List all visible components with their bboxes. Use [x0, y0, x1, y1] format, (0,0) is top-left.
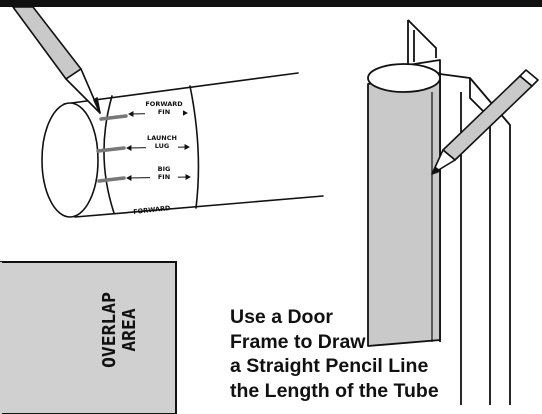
pencil-left [12, 6, 101, 114]
overlap-label-line-2: AREA [119, 308, 140, 352]
mark-big-fin [97, 176, 126, 183]
caption-line-2: Frame to Draw [230, 330, 366, 353]
upright-tube-top [367, 63, 441, 93]
pencil-right-body [442, 75, 533, 161]
pencil-right-tip [431, 149, 456, 175]
band-label-forward-fin-2: FIN [158, 108, 170, 116]
tube-end-ellipse [41, 102, 99, 218]
band-right-edge [189, 85, 200, 209]
mark-forward-fin [99, 114, 128, 121]
overlap-label-line-1: OVERLAP [99, 292, 120, 368]
tube-bottom-edge [74, 195, 324, 218]
mark-launch-lug [96, 146, 126, 153]
band-label-big-fin-1: BIG [158, 165, 171, 173]
caption-line-3: a Straight Pencil Line [230, 355, 429, 377]
door-frame-inner-2 [469, 78, 491, 405]
tube-top-edge [63, 72, 299, 105]
pencil-right-eraser [519, 69, 539, 87]
caption-line-1: Use a Door [230, 306, 333, 328]
pencil-left-body [12, 6, 82, 80]
band-label-big-fin-2: FIN [158, 173, 170, 181]
band-labels: FORWARD FIN LAUNCH LUG BIG FIN FORWARD [133, 99, 183, 216]
band-label-launch-lug-2: LUG [155, 142, 170, 150]
pencil-right-lead [431, 167, 441, 175]
instruction-caption: Use a Door Frame to Draw a Straight Penc… [230, 305, 439, 403]
pencil-marks [96, 114, 128, 183]
pencil-right [431, 69, 539, 175]
pencil-left-lead [93, 97, 101, 114]
overlap-area-panel [0, 261, 177, 414]
marked-body-tube [41, 72, 324, 218]
upright-tube [367, 63, 441, 347]
band-left-edge [103, 95, 115, 214]
top-border-bar [0, 0, 542, 7]
band-edge-forward-text: FORWARD [133, 204, 172, 216]
band-label-launch-lug-1: LAUNCH [147, 134, 177, 142]
pencil-left-tip [65, 68, 101, 114]
overlap-area: OVERLAP AREA [0, 261, 177, 414]
door-frame-stop [407, 19, 437, 58]
band-label-forward-fin-1: FORWARD [145, 100, 183, 108]
caption-line-4: the Length of the Tube [230, 379, 439, 402]
